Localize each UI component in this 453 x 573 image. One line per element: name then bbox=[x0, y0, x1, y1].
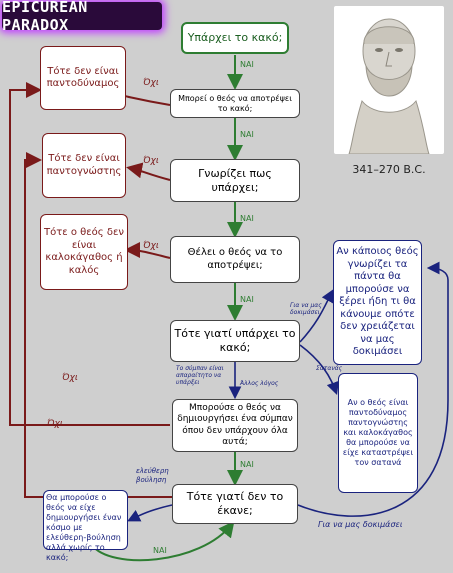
bust-image bbox=[348, 18, 430, 155]
label-yes-4: ΝΑΙ bbox=[240, 295, 254, 304]
node-knows: Γνωρίζει πως υπάρχει; bbox=[170, 159, 300, 202]
arrow-no-3 bbox=[124, 242, 171, 259]
arrow-blue-test2 bbox=[297, 261, 449, 517]
label-no-1: Όχι bbox=[143, 78, 159, 88]
end-not-omnipotent: Τότε δεν είναι παντοδύναμος bbox=[40, 46, 126, 110]
label-no-5: Όχι bbox=[47, 419, 63, 429]
end-no-need-test: Αν κάποιος θεός γνωρίζει τα πάντα θα μπο… bbox=[333, 240, 422, 365]
node-can-prevent: Μπορεί ο θεός να αποτρέψει το κακό; bbox=[170, 89, 300, 118]
label-necessary: Το σύμπαν είναι απαραίτητο να υπάρξει bbox=[176, 365, 224, 386]
arrow-no-2 bbox=[126, 162, 171, 181]
node-why-exists: Τότε γιατί υπάρχει το κακό; bbox=[170, 320, 300, 362]
label-no-2: Όχι bbox=[143, 156, 159, 166]
arrow-blue-test bbox=[299, 289, 334, 343]
label-no-3: Όχι bbox=[143, 241, 159, 251]
node-wants: Θέλει ο θεός να το αποτρέψει; bbox=[170, 236, 300, 283]
arrow-yes-6 bbox=[91, 520, 235, 562]
label-yes-5: ΝΑΙ bbox=[240, 460, 254, 469]
node-could-create: Μπορούσε ο θεός να δημιουργήσει ένα σύμπ… bbox=[172, 399, 298, 452]
end-not-benevolent: Τότε ο θεός δεν είναι καλοκάγαθος ή καλό… bbox=[40, 214, 128, 290]
arrow-no-5 bbox=[24, 152, 172, 498]
end-destroy-satan: Αν ο θεός είναι παντοδύναμος παντογνώστη… bbox=[338, 373, 418, 493]
label-yes-3: ΝΑΙ bbox=[240, 214, 254, 223]
arrow-blue-freewill bbox=[127, 504, 173, 522]
label-free-will: ελεύθερη βούληση bbox=[136, 467, 169, 485]
label-satan: Σατανάς bbox=[316, 365, 343, 372]
title-banner: EPICUREAN PARADOX bbox=[2, 0, 162, 34]
label-yes-6: ΝΑΙ bbox=[153, 546, 167, 555]
portrait-caption: 341–270 B.C. bbox=[352, 163, 426, 176]
node-why-not: Τότε γιατί δεν το έκανε; bbox=[172, 484, 298, 524]
arrow-blue-satan bbox=[299, 344, 339, 396]
label-test-us: Για να μας δοκιμάσει bbox=[290, 302, 322, 316]
arrow-no-4 bbox=[9, 82, 170, 426]
label-other-reason: Άλλος λόγος bbox=[240, 380, 279, 387]
label-no-4: Όχι bbox=[62, 373, 78, 383]
end-not-omniscient: Τότε δεν είναι παντογνώστης bbox=[42, 133, 126, 198]
title-text: EPICUREAN PARADOX bbox=[2, 0, 88, 34]
end-freewill: Θα μπορούσε ο θεός να είχε δημιουργήσει … bbox=[43, 490, 128, 562]
label-yes-1: ΝΑΙ bbox=[240, 60, 254, 69]
epicurus-portrait bbox=[334, 6, 444, 155]
label-yes-2: ΝΑΙ bbox=[240, 130, 254, 139]
node-start: Υπάρχει το κακό; bbox=[181, 22, 289, 54]
label-test-us-2: Για να μας δοκιμάσει bbox=[318, 520, 403, 529]
